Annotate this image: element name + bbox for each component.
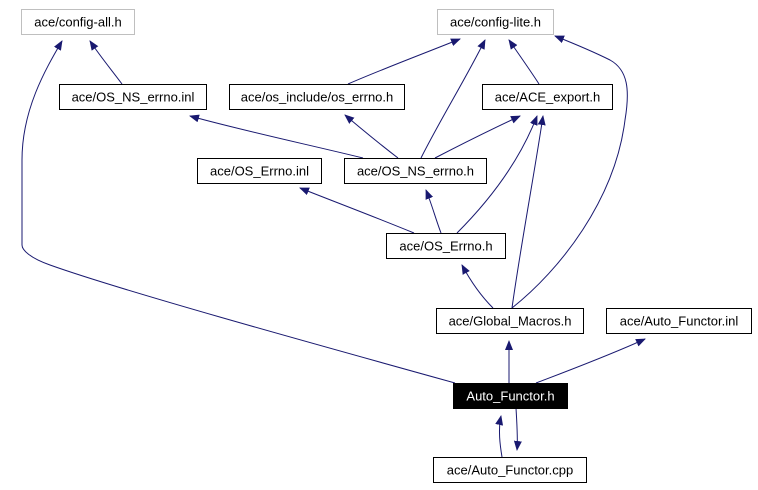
edge-os_ns_errno_h-to-ace_export xyxy=(434,115,521,159)
edge-os_include_errno-to-config_lite xyxy=(347,38,461,85)
edge-os_ns_errno_h-to-os_include_errno xyxy=(344,114,399,159)
node-box xyxy=(606,308,752,334)
edge-os_errno_h-to-os_ns_errno_h xyxy=(425,189,442,234)
node-os-ns-errno-inl[interactable]: ace/OS_NS_errno.inl xyxy=(59,84,207,110)
node-global-macros[interactable]: ace/Global_Macros.h xyxy=(436,308,584,334)
node-label: Auto_Functor.h xyxy=(466,389,554,404)
node-auto-functor-inl[interactable]: ace/Auto_Functor.inl xyxy=(606,308,752,334)
node-label: ace/OS_Errno.inl xyxy=(210,164,309,179)
node-config-lite[interactable]: ace/config-lite.h xyxy=(437,9,554,35)
node-auto-functor-h: Auto_Functor.h xyxy=(453,383,568,409)
node-box xyxy=(344,158,487,184)
edge-global_macros-to-ace_export xyxy=(511,115,546,309)
node-label: ace/ACE_export.h xyxy=(495,90,601,105)
node-label: ace/Global_Macros.h xyxy=(449,314,572,329)
edge-auto_functor_h-to-auto_functor_cpp xyxy=(513,407,522,451)
edge-os_ns_errno_h-to-config_lite xyxy=(420,39,486,159)
node-os-ns-errno-h[interactable]: ace/OS_NS_errno.h xyxy=(344,158,487,184)
edge-auto_functor_h-to-config_all xyxy=(21,40,456,384)
node-label: ace/Auto_Functor.cpp xyxy=(447,463,573,478)
node-label: ace/OS_Errno.h xyxy=(399,239,492,254)
node-os-include-errno[interactable]: ace/os_include/os_errno.h xyxy=(229,84,405,110)
node-box xyxy=(437,9,554,35)
node-box xyxy=(229,84,405,110)
node-box xyxy=(59,84,207,110)
node-box xyxy=(482,84,613,110)
node-ace-export[interactable]: ace/ACE_export.h xyxy=(482,84,613,110)
node-auto-functor-cpp[interactable]: ace/Auto_Functor.cpp xyxy=(433,457,587,483)
edge-os_ns_errno_h-to-os_ns_errno_inl xyxy=(189,114,364,159)
node-box xyxy=(386,233,506,259)
edge-global_macros-to-os_errno_h xyxy=(461,264,494,309)
edge-os_ns_errno_inl-to-config_all xyxy=(89,40,123,85)
edge-ace_export-to-config_lite xyxy=(508,39,540,85)
node-label: ace/OS_NS_errno.h xyxy=(357,164,474,179)
node-config-all[interactable]: ace/config-all.h xyxy=(21,9,135,35)
node-box xyxy=(197,158,322,184)
node-os-errno-h[interactable]: ace/OS_Errno.h xyxy=(386,233,506,259)
node-label: ace/os_include/os_errno.h xyxy=(241,90,394,105)
node-os-errno-inl[interactable]: ace/OS_Errno.inl xyxy=(197,158,322,184)
edge-auto_functor_h-to-auto_functor_inl xyxy=(535,338,646,384)
edge-auto_functor_cpp-to-auto_functor_h xyxy=(495,415,504,458)
node-label: ace/OS_NS_errno.inl xyxy=(72,90,195,105)
node-box xyxy=(436,308,584,334)
node-label: ace/config-lite.h xyxy=(450,15,541,30)
node-box xyxy=(433,457,587,483)
edge-global_macros-to-config_lite xyxy=(511,35,628,309)
node-box xyxy=(453,383,568,409)
edge-os_errno_h-to-os_errno_inl xyxy=(299,187,415,234)
edge-os_errno_h-to-ace_export xyxy=(456,115,538,234)
node-box xyxy=(21,9,135,35)
node-label: ace/Auto_Functor.inl xyxy=(620,314,739,329)
node-label: ace/config-all.h xyxy=(34,15,121,30)
